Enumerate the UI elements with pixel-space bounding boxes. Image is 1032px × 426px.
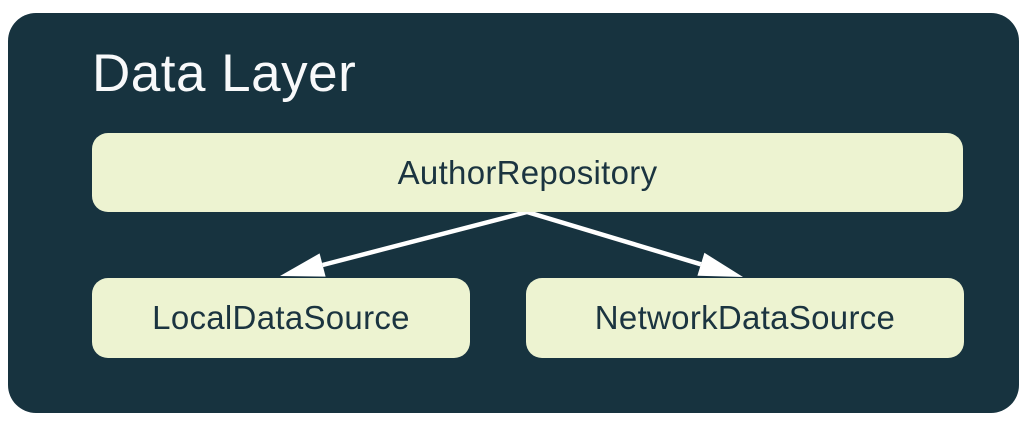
data-layer-group: Data Layer AuthorRepository LocalDataSou… (8, 13, 1019, 413)
node-local-data-source: LocalDataSource (92, 278, 470, 358)
node-network-data-source: NetworkDataSource (526, 278, 964, 358)
node-network-data-source-label: NetworkDataSource (594, 299, 896, 336)
node-local-data-source-label: LocalDataSource (152, 299, 410, 336)
arrowhead-to-network (697, 252, 743, 277)
group-title: Data Layer (92, 44, 357, 103)
edge-repository-fork (322, 209, 702, 268)
node-author-repository-label: AuthorRepository (397, 153, 658, 191)
node-author-repository: AuthorRepository (92, 133, 963, 212)
arrowhead-to-local (280, 253, 326, 277)
